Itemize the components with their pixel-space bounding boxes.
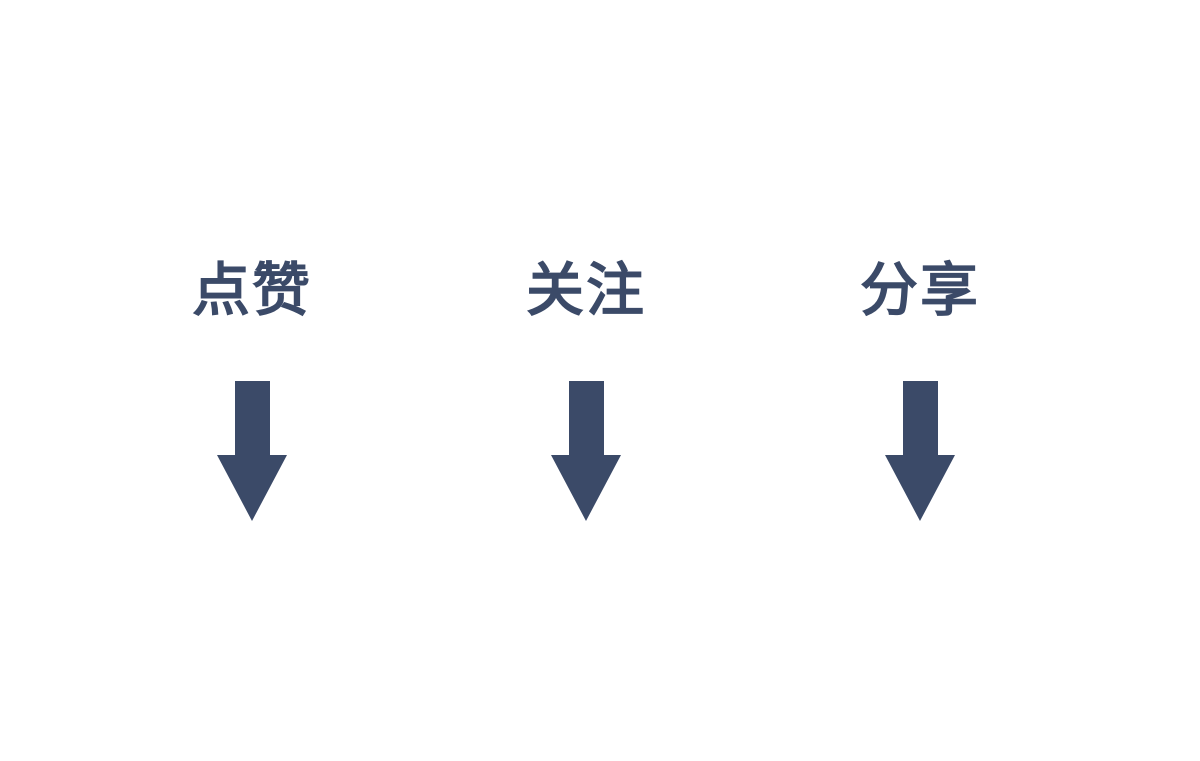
- label-like: 点赞: [191, 256, 312, 324]
- label-follow: 关注: [525, 256, 646, 324]
- arrow-down-icon: [217, 381, 287, 521]
- label-share: 分享: [859, 256, 980, 324]
- arrow-down-icon: [885, 381, 955, 521]
- arrow-down-icon: [551, 381, 621, 521]
